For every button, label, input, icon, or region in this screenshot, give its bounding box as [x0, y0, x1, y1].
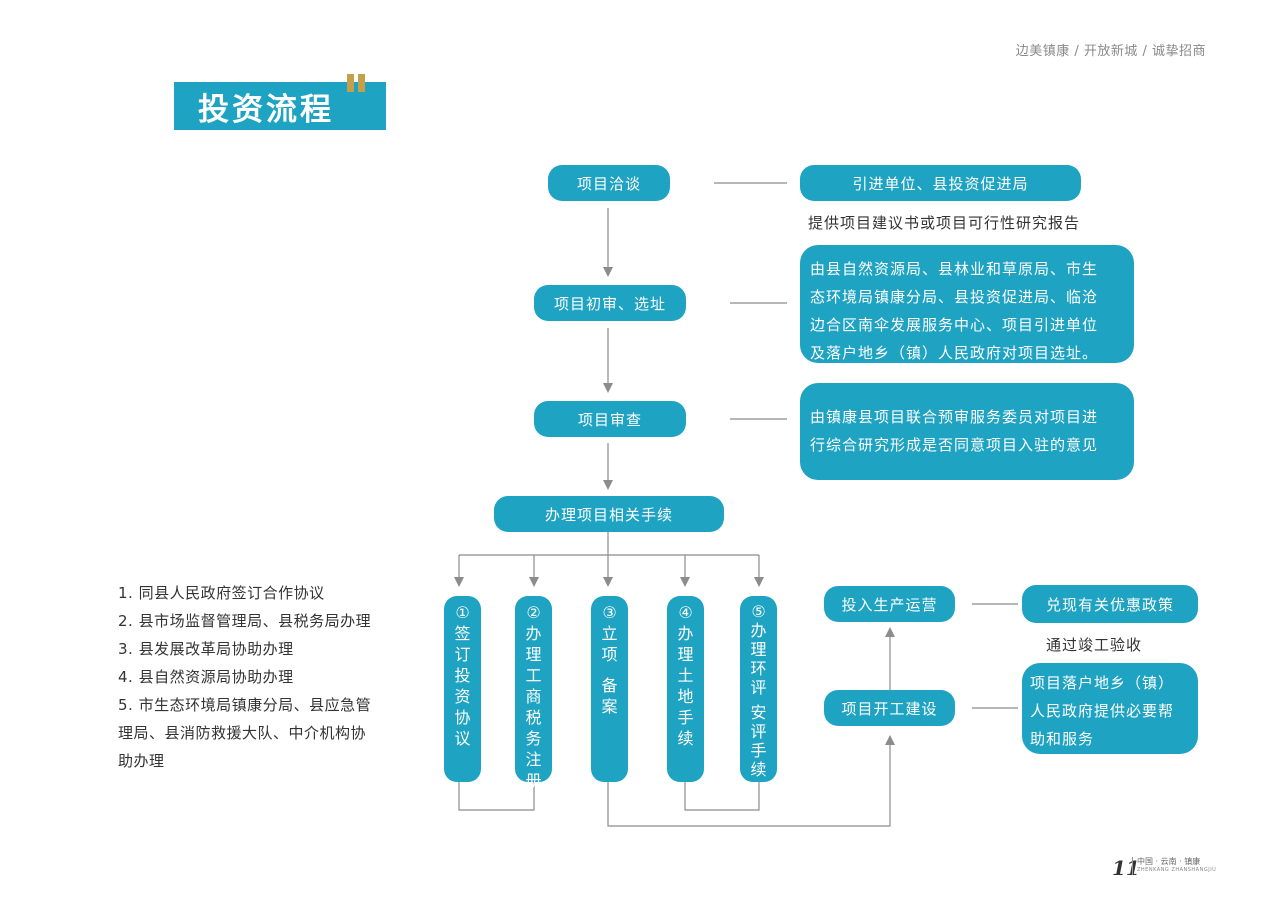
procedure-char: 环	[750, 659, 767, 678]
step-procedures: 办理项目相关手续	[494, 496, 724, 532]
procedure-char: 理	[525, 645, 542, 664]
desc-line: 助和服务	[1030, 730, 1095, 748]
desc-line: 由镇康县项目联合预审服务委员对项目进	[810, 408, 1099, 426]
procedure-char: 项	[601, 645, 618, 664]
procedure-char: 手	[750, 741, 767, 760]
procedure-list-item-5: 5. 市生态环境局镇康分局、县应急管	[118, 696, 372, 714]
header-tagline: 边美镇康 / 开放新城 / 诚挚招商	[1015, 44, 1206, 59]
desc-line: 由县自然资源局、县林业和草原局、市生	[810, 260, 1099, 278]
procedure-char: 投	[454, 666, 471, 685]
procedure-char: 注	[525, 750, 542, 769]
procedure-land-process: ④ 办 理 土 地 手 续	[667, 596, 704, 782]
desc-line: 边合区南伞发展服务中心、项目引进单位	[810, 316, 1099, 334]
procedure-list-item-5-cont: 理局、县消防救援大队、中介机构协	[118, 724, 367, 742]
procedure-gap	[591, 665, 628, 675]
procedure-char: 理	[750, 640, 767, 659]
procedure-char: 办	[677, 624, 694, 643]
procedure-number: ①	[455, 603, 470, 622]
step-label: 项目洽谈	[576, 174, 641, 193]
step1-note: 提供项目建议书或项目可行性研究报告	[808, 214, 1081, 232]
merge-left	[458, 782, 535, 811]
step1-partner-box: 引进单位、县投资促进局	[800, 165, 1081, 201]
step-initial-review: 项目初审、选址	[534, 285, 686, 321]
procedure-char: 签	[454, 624, 471, 643]
step-project-negotiation: 项目洽谈	[548, 165, 670, 201]
desc-line: 行综合研究形成是否同意项目入驻的意见	[810, 436, 1099, 454]
procedure-number: ④	[678, 603, 693, 622]
quote-mark-icon	[347, 74, 367, 92]
procedure-number: ③	[602, 603, 617, 622]
step-label: 投入生产运营	[841, 595, 938, 614]
procedure-char: 案	[601, 697, 618, 716]
step-label: 项目审查	[577, 410, 642, 429]
procedure-char: 资	[454, 687, 471, 706]
procedure-sign-agreement: ① 签 订 投 资 协 议	[444, 596, 481, 782]
procedure-char: 土	[677, 666, 694, 685]
footer-divider	[1132, 857, 1133, 875]
desc-line: 态环境局镇康分局、县投资促进局、临沧	[810, 288, 1099, 306]
procedure-number: ⑤	[751, 602, 766, 621]
procedure-char: 理	[677, 645, 694, 664]
procedure-list-item-3: 3. 县发展改革局协助办理	[118, 640, 294, 658]
desc-line: 人民政府提供必要帮	[1030, 702, 1175, 720]
procedure-char: 办	[750, 621, 767, 640]
footer-region-en: ZHENKANG ZHANSHANGJIU	[1137, 867, 1217, 873]
procedure-list-item-1: 1. 同县人民政府签订合作协议	[118, 584, 325, 602]
procedure-env-safety-review: ⑤ 办 理 环 评 安 评 手 续	[740, 596, 777, 782]
procedure-char: 册	[525, 771, 542, 790]
desc-line: 及落户地乡（镇）人民政府对项目选址。	[810, 344, 1099, 362]
procedure-list-item-4: 4. 县自然资源局协助办理	[118, 668, 294, 686]
procedure-char: 评	[750, 678, 767, 697]
step2-desc-box: 由县自然资源局、县林业和草原局、市生 态环境局镇康分局、县投资促进局、临沧 边合…	[800, 245, 1134, 363]
step5-desc-box: 项目落户地乡（镇） 人民政府提供必要帮 助和服务	[1022, 663, 1198, 754]
step-construction-start: 项目开工建设	[824, 690, 955, 726]
desc-line: 项目落户地乡（镇）	[1030, 674, 1175, 692]
procedure-char: 手	[677, 708, 694, 727]
procedure-char: 地	[677, 687, 694, 706]
procedure-char: 议	[454, 729, 471, 748]
merge-to-step5	[607, 735, 895, 827]
step-project-review: 项目审查	[534, 401, 686, 437]
procedure-number: ②	[526, 603, 541, 622]
procedure-char: 协	[454, 708, 471, 727]
procedure-list-item-5-end: 助办理	[118, 752, 165, 770]
procedure-list-item-2: 2. 县市场监督管理局、县税务局办理	[118, 612, 372, 630]
procedure-char: 评	[750, 722, 767, 741]
procedure-char: 办	[525, 624, 542, 643]
page-number: 11	[1112, 856, 1140, 880]
procedure-char: 续	[677, 729, 694, 748]
page-title: 投资流程	[198, 91, 334, 128]
procedure-project-filing: ③ 立 项 备 案	[591, 596, 628, 782]
procedure-char: 备	[601, 676, 618, 695]
step6-note: 通过竣工验收	[1046, 636, 1143, 654]
procedure-char: 工	[525, 666, 542, 685]
procedure-char: 务	[525, 729, 542, 748]
step6-desc-box: 兑现有关优惠政策	[1022, 585, 1198, 623]
footer-region: 中国 · 云南 · 镇康	[1137, 857, 1201, 866]
procedure-char: 税	[525, 708, 542, 727]
step-label: 办理项目相关手续	[544, 505, 673, 524]
procedure-char: 订	[454, 645, 471, 664]
procedure-char: 安	[750, 703, 767, 722]
step-label: 项目初审、选址	[553, 294, 666, 313]
procedure-business-tax-registration: ② 办 理 工 商 税 务 注 册	[515, 596, 552, 790]
step-production-operation: 投入生产运营	[824, 586, 955, 622]
procedure-char: 立	[601, 624, 618, 643]
merge-right	[684, 782, 760, 811]
step3-desc-box: 由镇康县项目联合预审服务委员对项目进 行综合研究形成是否同意项目入驻的意见	[800, 383, 1134, 480]
desc-line: 兑现有关优惠政策	[1045, 595, 1174, 614]
step-label: 项目开工建设	[841, 699, 938, 718]
procedure-char: 续	[750, 760, 767, 779]
procedure-char: 商	[525, 687, 542, 706]
partner-label: 引进单位、县投资促进局	[852, 174, 1029, 193]
